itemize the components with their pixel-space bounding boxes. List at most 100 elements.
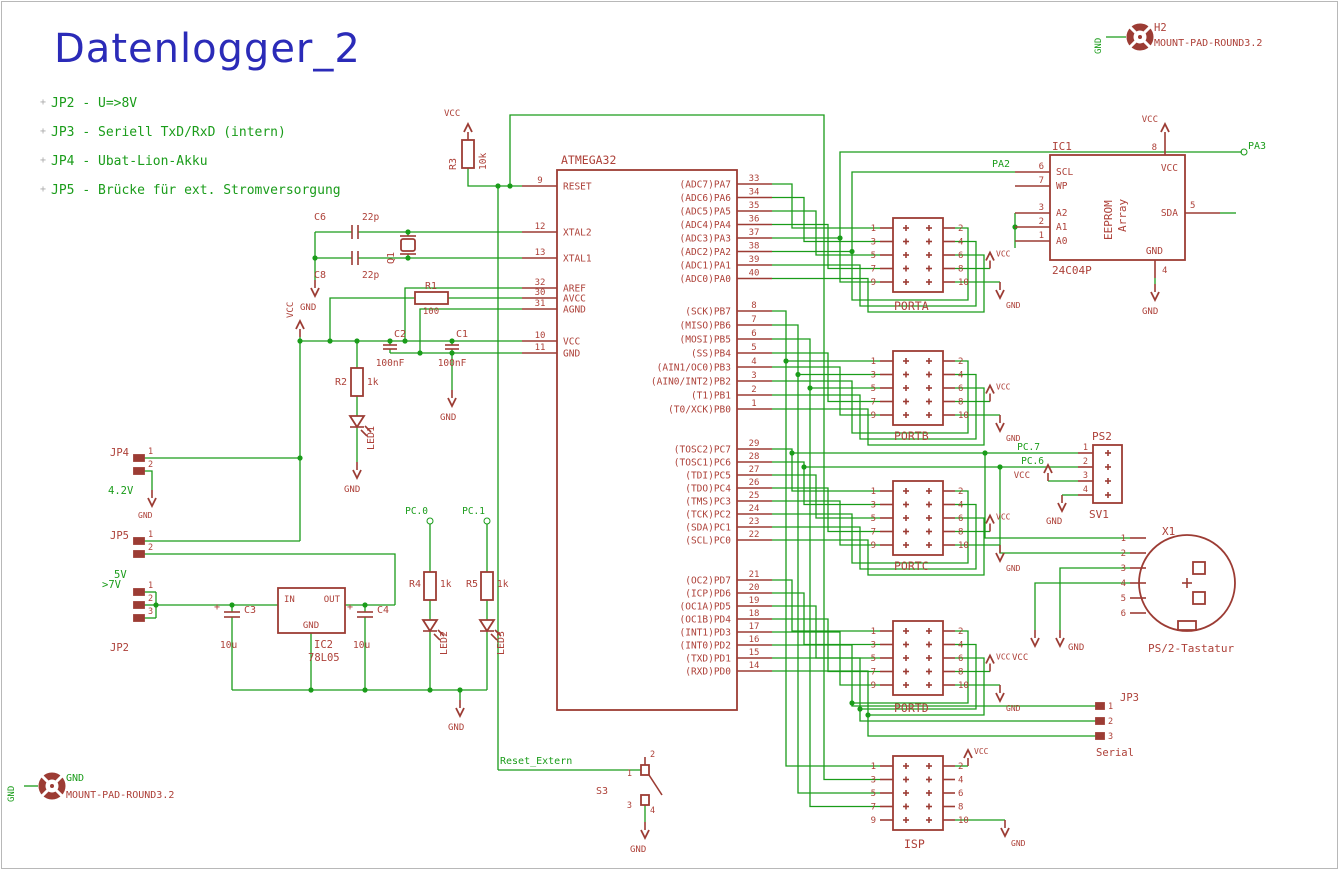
pin-name: GND bbox=[1146, 246, 1163, 257]
wire bbox=[984, 453, 1130, 539]
pin-number: 3 bbox=[627, 801, 632, 811]
cap-ref: C2 bbox=[394, 329, 406, 340]
wire bbox=[772, 310, 880, 767]
pin-number: 1 bbox=[148, 581, 153, 591]
pin-name: (MOSI)PB5 bbox=[680, 335, 731, 346]
wire bbox=[772, 210, 880, 256]
pin-number: 3 bbox=[1108, 732, 1113, 742]
vcc-arrow-icon bbox=[985, 513, 995, 524]
pin-name: GND bbox=[563, 349, 580, 360]
pin-name: A2 bbox=[1056, 208, 1067, 219]
pin-number: 7 bbox=[1039, 176, 1044, 186]
mcu-name: ATMEGA32 bbox=[561, 153, 616, 167]
resistor-value: 1k bbox=[497, 579, 509, 590]
wire bbox=[772, 338, 880, 808]
jp3-pad bbox=[1095, 717, 1105, 725]
header-label: PORTD bbox=[894, 701, 929, 715]
pin-number: 4 bbox=[1121, 579, 1126, 589]
vcc-label: VCC bbox=[974, 747, 989, 756]
pin-name: (ADC0)PA0 bbox=[680, 274, 732, 285]
pin-name: (AIN1/OC0)PB3 bbox=[657, 363, 731, 374]
pin-number: 4 bbox=[1162, 266, 1167, 276]
junction-dot bbox=[308, 687, 314, 693]
pin-number: 3 bbox=[1083, 471, 1088, 481]
wire bbox=[772, 196, 880, 243]
crystal-body bbox=[400, 238, 416, 252]
pin-name: (SCK)PB7 bbox=[685, 307, 731, 318]
pin-name: (SS)PB4 bbox=[691, 349, 731, 360]
pin-number: 29 bbox=[749, 439, 760, 449]
junction-dot bbox=[405, 255, 411, 261]
pin-number: 7 bbox=[871, 668, 876, 678]
resistor-ref: R2 bbox=[335, 377, 347, 388]
pin-name: SDA bbox=[1161, 208, 1178, 219]
jp2-pad bbox=[133, 588, 145, 596]
pin-number: 4 bbox=[751, 357, 756, 367]
wire bbox=[772, 324, 880, 794]
pin-number: 9 bbox=[871, 816, 876, 826]
pin-number: 7 bbox=[871, 265, 876, 275]
pin-number: 26 bbox=[749, 478, 760, 488]
pin-name: (ICP)PD6 bbox=[685, 589, 731, 600]
pin-number: 34 bbox=[749, 188, 760, 198]
wire bbox=[772, 373, 977, 440]
junction-dot bbox=[507, 183, 513, 189]
pin-number: 18 bbox=[749, 609, 760, 619]
jp2-pad bbox=[133, 601, 145, 609]
wire bbox=[867, 715, 1096, 737]
pin-number: 2 bbox=[958, 487, 963, 497]
pin-number: 13 bbox=[535, 248, 546, 258]
pin-number: 9 bbox=[871, 541, 876, 551]
vcc-arrow-icon bbox=[963, 747, 973, 759]
gnd-arrow-icon bbox=[310, 287, 320, 299]
pin-name: A0 bbox=[1056, 236, 1068, 247]
cap-value: 10u bbox=[353, 640, 370, 651]
note-jp2: JP2 - U=>8V bbox=[40, 96, 341, 125]
pin-stub bbox=[433, 633, 441, 641]
wire bbox=[1034, 582, 1130, 630]
note-jp4: JP4 - Ubat-Lion-Akku bbox=[40, 154, 341, 183]
gnd-label: GND bbox=[1006, 301, 1021, 310]
jp3-value: Serial bbox=[1096, 747, 1134, 759]
pin-name: (SDA)PC1 bbox=[685, 523, 731, 534]
wire bbox=[1059, 567, 1130, 630]
wire bbox=[419, 308, 522, 353]
keyboard-notch bbox=[1177, 620, 1197, 631]
pin-number: 1 bbox=[1121, 534, 1126, 544]
pin-number: 8 bbox=[958, 528, 963, 538]
jp4-pad bbox=[133, 467, 145, 475]
jp4-value: 4.2V bbox=[108, 485, 134, 497]
pin-name: (OC1A)PD5 bbox=[680, 602, 731, 613]
junction-dot bbox=[297, 338, 303, 344]
wire bbox=[772, 517, 985, 576]
junction-dot bbox=[297, 455, 303, 461]
cap-value: 22p bbox=[362, 212, 379, 223]
resistor-value: 10k bbox=[478, 153, 489, 170]
notes-list: JP2 - U=>8V JP3 - Seriell TxD/RxD (inter… bbox=[40, 96, 341, 212]
cap-value: 10u bbox=[220, 640, 237, 651]
junction-dot bbox=[417, 350, 423, 356]
vcc-arrow-icon bbox=[1043, 462, 1053, 474]
pin-name: IN bbox=[284, 595, 295, 605]
pin-number: 6 bbox=[958, 789, 963, 799]
pin-number: 2 bbox=[148, 594, 153, 604]
pin-number: 2 bbox=[958, 762, 963, 772]
regulator-value: 78L05 bbox=[308, 652, 340, 664]
header-box bbox=[892, 217, 944, 293]
pin-stub bbox=[494, 629, 502, 637]
junction-dot bbox=[229, 602, 235, 608]
vcc-label: VCC bbox=[1012, 653, 1028, 663]
eeprom-value: 24C04P bbox=[1052, 264, 1092, 277]
jp3-pad bbox=[1095, 702, 1105, 710]
wire bbox=[839, 151, 1242, 238]
pin-number: 1 bbox=[1039, 231, 1044, 241]
header-label: ISP bbox=[904, 837, 925, 851]
pin-number: 10 bbox=[958, 816, 969, 826]
gnd-arrow-icon bbox=[147, 497, 157, 509]
resistor-value: 100 bbox=[423, 307, 439, 317]
header-box bbox=[892, 350, 944, 426]
pin-number: 23 bbox=[749, 517, 760, 527]
jp2-ref: JP2 bbox=[110, 642, 129, 654]
cap-value: 100nF bbox=[438, 358, 467, 369]
